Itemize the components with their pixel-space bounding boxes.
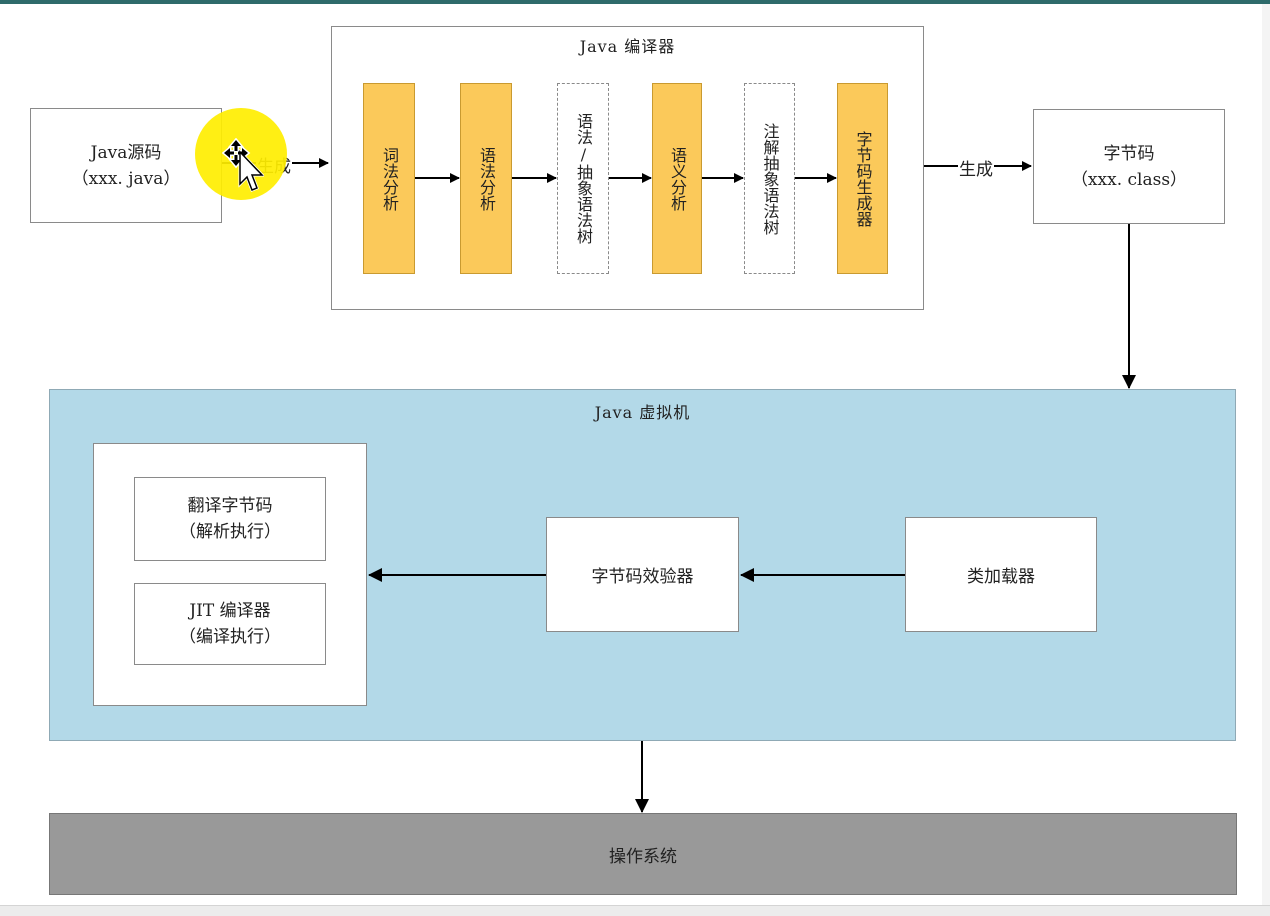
class-loader-label: 类加载器: [967, 567, 1035, 587]
bytecode-name: 字节码: [1103, 143, 1155, 164]
jit-compiler-name: JIT 编译器: [189, 601, 271, 621]
class-loader-box: 类加载器: [905, 517, 1097, 632]
java-source-box: Java源码 （xxx. java）: [30, 108, 222, 223]
java-compiler-title: Java 编译器: [579, 37, 676, 56]
bytecode-verifier-box: 字节码效验器: [546, 517, 739, 632]
operating-system-box: 操作系统: [49, 813, 1237, 895]
jit-compiler-mode: （编译执行）: [179, 627, 281, 647]
java-source-file: （xxx. java）: [71, 168, 181, 189]
stage-syntax-analysis: 语法分析: [460, 83, 512, 274]
right-edge-bar: [1262, 4, 1270, 905]
java-source-name: Java源码: [90, 142, 162, 163]
bytecode-file: （xxx. class）: [1070, 169, 1188, 190]
bytecode-verifier-label: 字节码效验器: [591, 567, 694, 587]
stage-bytecode-generator: 字节码生成器: [837, 83, 888, 274]
top-accent-bar: [0, 0, 1270, 4]
edge-label-generate-right: 生成: [958, 155, 994, 180]
interpreter-box: 翻译字节码 （解析执行）: [134, 477, 326, 561]
interpreter-mode: （解析执行）: [179, 522, 281, 542]
interpreter-name: 翻译字节码: [187, 496, 273, 516]
java-compiler-container: Java 编译器: [331, 26, 924, 310]
operating-system-label: 操作系统: [609, 846, 677, 867]
jvm-title: Java 虚拟机: [594, 403, 691, 422]
bottom-status-bar: [0, 905, 1270, 916]
stage-lexical-analysis: 词法分析: [363, 83, 415, 274]
bytecode-box: 字节码 （xxx. class）: [1033, 109, 1225, 224]
stage-semantic-analysis: 语义分析: [652, 83, 702, 274]
move-cursor-icon: [221, 137, 266, 198]
stage-syntax-tree: 语法/抽象语法树: [557, 83, 609, 274]
stage-annotated-syntax-tree: 注解抽象语法树: [744, 83, 795, 274]
jit-compiler-box: JIT 编译器 （编译执行）: [134, 583, 326, 665]
